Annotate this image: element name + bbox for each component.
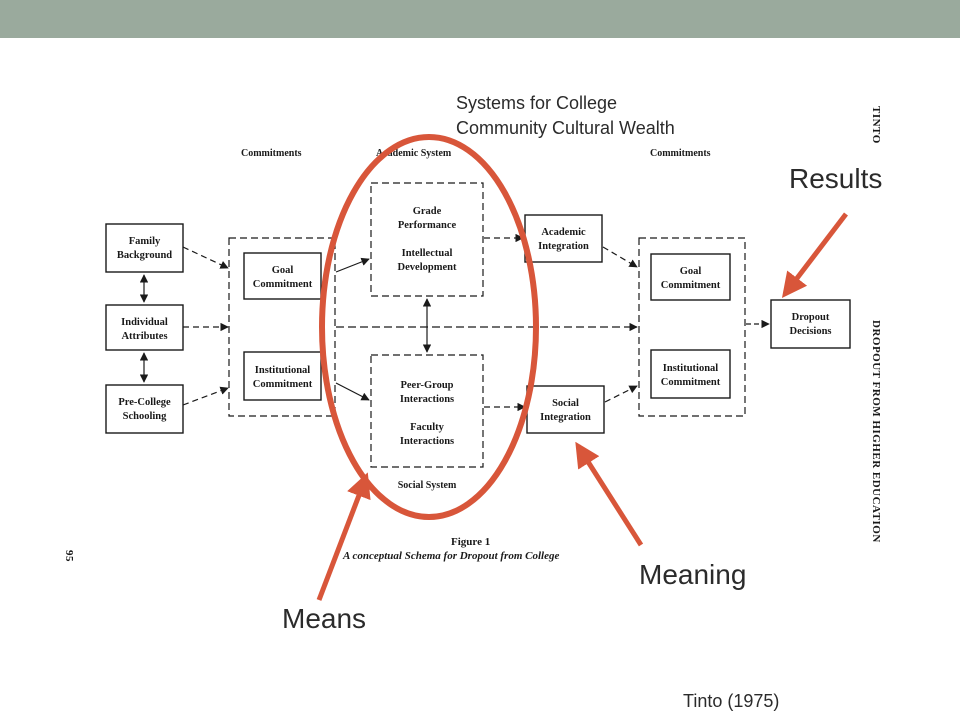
institutional-commitment-left-box: Institutional Commitment <box>243 351 322 401</box>
inst-right-line2: Commitment <box>661 377 721 388</box>
dropout-line2: Decisions <box>790 326 832 337</box>
acad-int-line2: Integration <box>538 241 589 252</box>
dropout-decisions-box: Dropout Decisions <box>770 299 851 349</box>
individual-attributes-box: Individual Attributes <box>105 304 184 351</box>
intellectual-line1: Intellectual <box>402 248 453 259</box>
goal-commitment-right-box: Goal Commitment <box>650 253 731 301</box>
inst-left-line2: Commitment <box>253 379 313 390</box>
results-arrow <box>781 212 848 298</box>
social-system-container <box>370 354 484 468</box>
header-commitments-right: Commitments <box>650 148 711 159</box>
institutional-commitment-right-box: Institutional Commitment <box>650 349 731 399</box>
left-commitments-container <box>228 237 336 417</box>
results-label: Results <box>789 163 883 194</box>
goal-left-line2: Commitment <box>253 279 313 290</box>
running-head-tinto: TINTO <box>870 106 882 144</box>
grade-line2: Performance <box>398 220 457 231</box>
peer-line1: Peer-Group <box>400 380 453 391</box>
inst-right-line1: Institutional <box>663 363 719 374</box>
social-integration-box: Social Integration <box>526 385 605 434</box>
figure-caption-title: Figure 1 <box>451 536 490 548</box>
family-background-box: Family Background <box>105 223 184 273</box>
pre-college-schooling-box: Pre-College Schooling <box>105 384 184 434</box>
peer-line2: Interactions <box>400 394 454 405</box>
running-head-title: DROPOUT FROM HIGHER EDUCATION <box>870 320 882 543</box>
means-arrow <box>316 472 371 601</box>
individual-line1: Individual <box>121 317 168 328</box>
systems-line1: Systems for College <box>456 93 618 113</box>
family-line1: Family <box>129 236 161 247</box>
peer-faculty-text: Peer-Group Interactions Faculty Interact… <box>400 380 454 447</box>
acad-int-line1: Academic <box>541 227 586 238</box>
faculty-line2: Interactions <box>400 436 454 447</box>
goal-commitment-left-box: Goal Commitment <box>243 252 322 300</box>
grade-line1: Grade <box>413 206 442 217</box>
faculty-line1: Faculty <box>410 422 445 433</box>
soc-int-line2: Integration <box>540 412 591 423</box>
goal-right-line2: Commitment <box>661 280 721 291</box>
meaning-arrow <box>575 441 644 547</box>
figure-caption-subtitle: A conceptual Schema for Dropout from Col… <box>342 550 559 562</box>
grade-performance-text: Grade Performance Intellectual Developme… <box>398 206 457 273</box>
goal-right-line1: Goal <box>680 266 702 277</box>
individual-line2: Attributes <box>121 331 167 342</box>
citation: Tinto (1975) <box>683 691 780 711</box>
systems-line2: Community Cultural Wealth <box>456 118 675 138</box>
academic-system-container <box>370 182 484 297</box>
systems-annotation: Systems for College Community Cultural W… <box>456 91 675 141</box>
academic-integration-box: Academic Integration <box>524 214 603 263</box>
header-commitments-left: Commitments <box>241 148 302 159</box>
dropout-line1: Dropout <box>792 312 830 323</box>
intellectual-line2: Development <box>398 262 457 273</box>
inst-left-line1: Institutional <box>255 365 311 376</box>
goal-left-line1: Goal <box>272 265 294 276</box>
precollege-line1: Pre-College <box>118 397 171 408</box>
meaning-label: Meaning <box>639 559 747 590</box>
header-social-system: Social System <box>398 480 457 491</box>
header-academic-system: Academic System <box>376 148 452 159</box>
means-highlight-ellipse <box>319 134 539 520</box>
means-label: Means <box>282 603 367 634</box>
family-line2: Background <box>117 250 172 261</box>
right-commitments-container <box>638 237 746 417</box>
slide-top-bar <box>0 0 960 38</box>
page-number: 95 <box>63 550 75 562</box>
precollege-line2: Schooling <box>123 411 168 422</box>
connector-arrows <box>139 233 770 412</box>
soc-int-line1: Social <box>552 398 579 409</box>
